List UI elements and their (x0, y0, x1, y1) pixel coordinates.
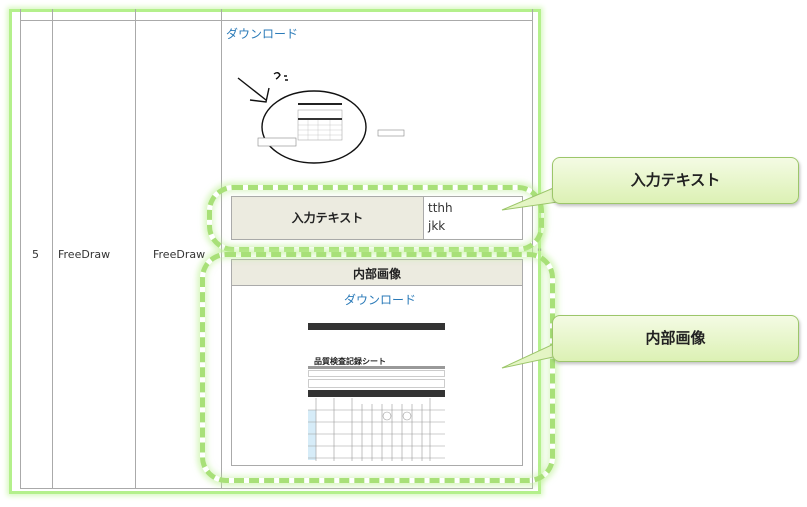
drawn-circle (261, 90, 367, 164)
input-text-value-line1: tthh (428, 201, 453, 215)
thumbnail-sheet-title: 品質検査記録シート (314, 357, 386, 366)
callout-pointer (501, 341, 559, 369)
input-text-value-line2: jkk (428, 219, 446, 233)
callout-pointer (501, 185, 559, 211)
thumbnail-field-row (308, 379, 445, 388)
download-link[interactable]: ダウンロード (226, 27, 299, 41)
row-type: FreeDraw (58, 248, 111, 261)
callout-internal-image: 内部画像 (552, 315, 799, 362)
column-divider (20, 9, 21, 489)
column-divider (52, 9, 53, 489)
row-overflow-mark: '' (537, 248, 542, 258)
input-text-highlight (207, 185, 544, 252)
input-text-value-cell (423, 196, 523, 240)
internal-image-body-cell (231, 285, 523, 466)
highlight-frame (9, 9, 541, 494)
column-divider (532, 9, 533, 489)
column-divider (135, 9, 136, 489)
text-box-thumbnail (257, 137, 297, 147)
internal-image-label: 内部画像 (352, 267, 401, 281)
callout-input-text: 入力テキスト (552, 157, 799, 204)
drawn-squiggle (273, 72, 288, 81)
row-name: FreeDraw (153, 248, 206, 261)
input-text-label-cell (231, 196, 424, 240)
row-divider (20, 488, 533, 489)
embedded-form-thumbnail (297, 103, 343, 141)
internal-image-download-link[interactable]: ダウンロード (344, 293, 417, 307)
internal-image-highlight (200, 252, 555, 483)
freedraw-image (237, 72, 405, 164)
thumbnail-field-row (308, 370, 445, 377)
thumbnail-grid (308, 398, 445, 461)
internal-image-thumbnail: 品質検査記録シート (308, 323, 445, 461)
drawn-arrow (237, 77, 270, 103)
thumbnail-bar (308, 366, 445, 369)
input-text-label: 入力テキスト (291, 211, 364, 225)
text-box-thumbnail (377, 129, 405, 137)
row-number: 5 (32, 248, 39, 261)
thumbnail-toolbar (308, 323, 445, 330)
thumbnail-section-bar (308, 390, 445, 397)
row-divider (20, 20, 533, 21)
